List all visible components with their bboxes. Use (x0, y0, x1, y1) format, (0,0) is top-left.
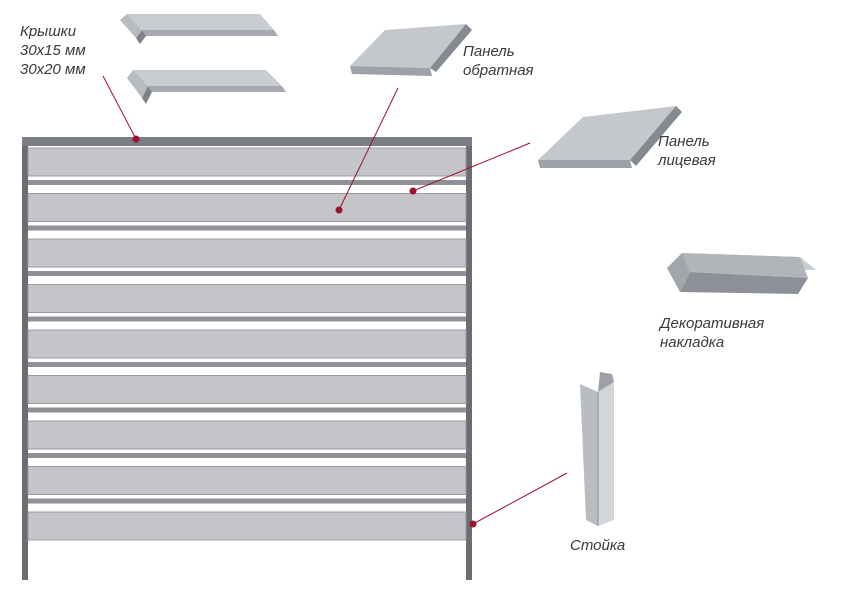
callout-post-dot (469, 520, 477, 528)
label-front-panel-line-2: лицевая (658, 152, 716, 169)
fence-slat-front (27, 284, 467, 313)
fence-slat-front (27, 329, 467, 359)
callout-dots (132, 135, 477, 528)
label-caps-line-2: 30x15 мм (20, 42, 86, 59)
callouts (102, 75, 568, 525)
label-back-panel: Панель обратная (463, 42, 534, 80)
callout-back-panel-line (338, 87, 399, 211)
callout-caps-line (102, 75, 137, 140)
label-front-panel: Панель лицевая (658, 132, 716, 170)
callout-front-panel-line (412, 142, 531, 192)
fence-slat-front (27, 511, 467, 541)
fence-slat-back (28, 225, 466, 231)
label-caps-line-3: 30x20 мм (20, 61, 86, 78)
label-front-panel-line-1: Панель (658, 133, 710, 150)
label-post-line-1: Стойка (570, 537, 626, 554)
label-decorative-trim: Декоративная накладка (660, 314, 764, 352)
front-panel-profile (538, 106, 682, 168)
label-caps-line-1: Крышки (20, 23, 77, 40)
post-profile (580, 372, 614, 526)
fence-slat-front (27, 420, 467, 450)
fence-slats (27, 147, 467, 541)
label-caps: Крышки 30x15 мм 30x20 мм (20, 22, 86, 79)
cap-profile-30x20 (127, 70, 286, 104)
callout-caps-dot (132, 135, 140, 143)
label-back-panel-line-1: Панель (463, 43, 515, 60)
fence-slat-front (27, 193, 467, 222)
label-post: Стойка (570, 536, 625, 555)
fence-slat-back (28, 453, 466, 458)
back-panel-profile (350, 24, 472, 76)
fence-slat-back (28, 271, 466, 276)
callout-back-panel-dot (335, 206, 343, 214)
fence-slat-back (28, 180, 466, 185)
callout-post-line (472, 472, 568, 525)
label-decorative-trim-line-1: Декоративная (660, 315, 765, 332)
decorative-trim-profile (667, 253, 816, 294)
label-back-panel-line-2: обратная (463, 62, 534, 79)
fence-slat-back (28, 498, 466, 504)
fence-post-right (466, 140, 472, 580)
fence-top-cap (22, 137, 472, 146)
fence-post-left (22, 140, 28, 580)
cap-profile-30x15 (120, 14, 278, 44)
label-decorative-trim-line-2: накладка (660, 334, 725, 351)
fence-slat-front (27, 147, 467, 177)
callout-front-panel-dot (409, 187, 417, 195)
fence-slat-front (27, 238, 467, 268)
fence-slat-back (28, 407, 466, 413)
fence-slat-back (28, 316, 466, 322)
fence (22, 137, 472, 580)
fence-slat-front (27, 466, 467, 495)
fence-slat-front (27, 375, 467, 404)
fence-slat-back (28, 362, 466, 367)
